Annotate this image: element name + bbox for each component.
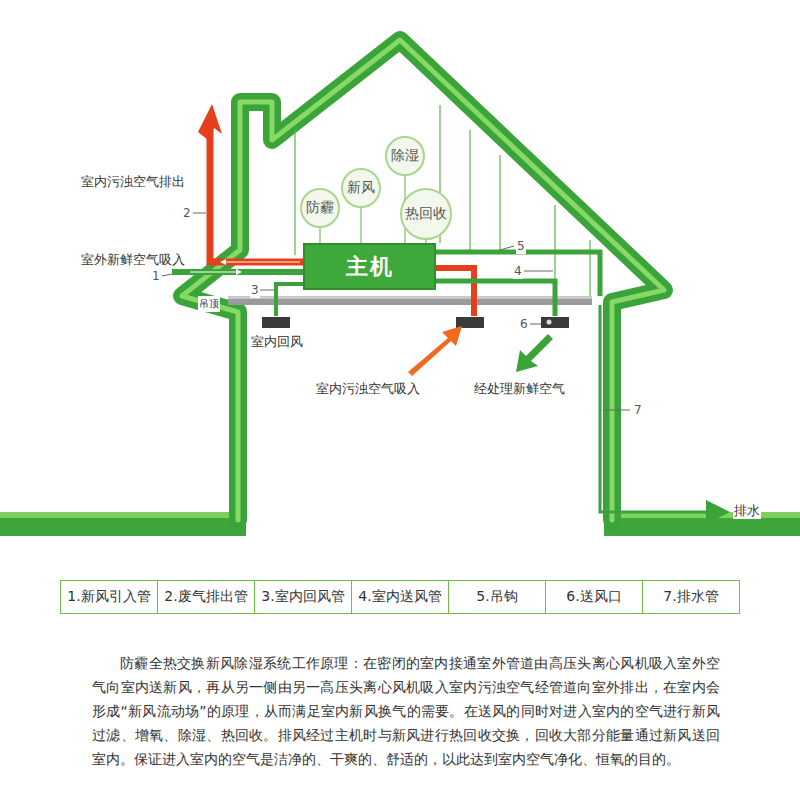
legend-table-cell: 6.送风口	[545, 581, 642, 613]
flow-label: 室外新鲜空气吸入	[80, 252, 186, 268]
ground-band	[0, 512, 800, 536]
callout-number: 4	[513, 263, 523, 279]
hanger-rods	[469, 130, 470, 250]
callout-number: 6	[519, 316, 529, 332]
legend-table-cell: 4.室内送风管	[351, 581, 448, 613]
fresh-air-pipes	[172, 252, 724, 512]
feature-label: 除湿	[391, 147, 419, 165]
vents	[456, 317, 484, 328]
ceiling-bar	[228, 296, 592, 305]
vents	[547, 320, 552, 325]
exhaust-pipe	[210, 128, 303, 262]
hanger-rods	[294, 130, 295, 255]
feature-bubble: 防霾	[300, 188, 340, 228]
fresh-air-pipes	[172, 269, 303, 275]
feature-bubble: 除湿	[385, 136, 425, 176]
flow-label: 室内污浊空气排出	[80, 174, 186, 190]
exhaust-pipe	[210, 128, 474, 316]
part-label: 吊顶	[198, 296, 220, 312]
callout-leaders	[500, 246, 514, 250]
ground-band	[604, 512, 800, 536]
legend-table-cell: 5.吊钩	[448, 581, 545, 613]
exhaust-pipe	[436, 268, 474, 316]
ceiling-bar	[228, 296, 592, 305]
callout-leaders	[260, 290, 274, 291]
callout-leaders	[162, 213, 630, 410]
exhaust-outlet-arrow	[198, 104, 222, 140]
ground-band	[0, 512, 246, 518]
bubble-stem	[319, 228, 321, 243]
supply-arrow	[516, 334, 553, 372]
callout-leaders	[193, 213, 206, 214]
callout-number: 3	[250, 282, 260, 298]
fresh-air-pipes	[190, 272, 240, 273]
callout-leaders	[524, 271, 553, 272]
feature-bubble: 新风	[341, 168, 381, 208]
callout-number: 5	[516, 238, 526, 254]
flow-label: 室内污浊空气吸入	[315, 381, 421, 397]
flow-label: 排水	[733, 503, 761, 519]
callout-number: 1	[151, 268, 161, 284]
hanger-rods	[589, 240, 590, 296]
callout-leaders	[162, 274, 172, 276]
legend-table: 1.新风引入管2.废气排出管3.室内回风管4.室内送风管5.吊钩6.送风口7.排…	[60, 580, 740, 614]
callout-number: 2	[182, 205, 192, 221]
caption-paragraph: 防霾全热交换新风除湿系统工作原理：在密闭的室内接通室外管道由高压头离心风机吸入室…	[92, 651, 720, 771]
flow-label: 经处理新鲜空气	[473, 381, 566, 397]
legend-table-cell: 2.废气排出管	[157, 581, 254, 613]
legend-table-cell: 1.新风引入管	[61, 581, 157, 613]
intake-arrow	[408, 326, 462, 376]
vents	[541, 317, 569, 328]
intake-arrow	[408, 326, 462, 376]
ceiling-bar	[228, 296, 592, 299]
fresh-air-pipes	[436, 252, 600, 296]
feature-label: 新风	[347, 179, 375, 197]
house-outline	[182, 40, 664, 520]
callout-leaders	[530, 324, 541, 325]
feature-label: 热回收	[405, 205, 447, 223]
main-unit-box: 主机	[303, 243, 436, 290]
house-outline	[182, 40, 664, 520]
callout-leaders	[603, 410, 630, 411]
bubble-stem	[360, 208, 362, 243]
supply-arrow	[516, 334, 553, 372]
exhaust-outlet-arrow	[198, 104, 222, 140]
legend-table-cell: 7.排水管	[642, 581, 739, 613]
unit-label: 主机	[346, 252, 394, 282]
fresh-air-pipes	[436, 281, 555, 316]
house-outline	[182, 40, 664, 520]
feature-label: 防霾	[306, 199, 334, 217]
callout-number: 7	[633, 402, 643, 418]
vents	[262, 317, 290, 328]
exhaust-pipe	[222, 262, 300, 263]
feature-bubble: 热回收	[400, 188, 452, 240]
legend-table-cell: 3.室内回风管	[254, 581, 351, 613]
ground-band	[0, 512, 246, 536]
flow-label: 室内回风	[250, 334, 304, 350]
fresh-air-pipes	[276, 284, 303, 316]
hanger-rods	[499, 155, 500, 252]
fresh-air-pipes	[600, 305, 724, 512]
